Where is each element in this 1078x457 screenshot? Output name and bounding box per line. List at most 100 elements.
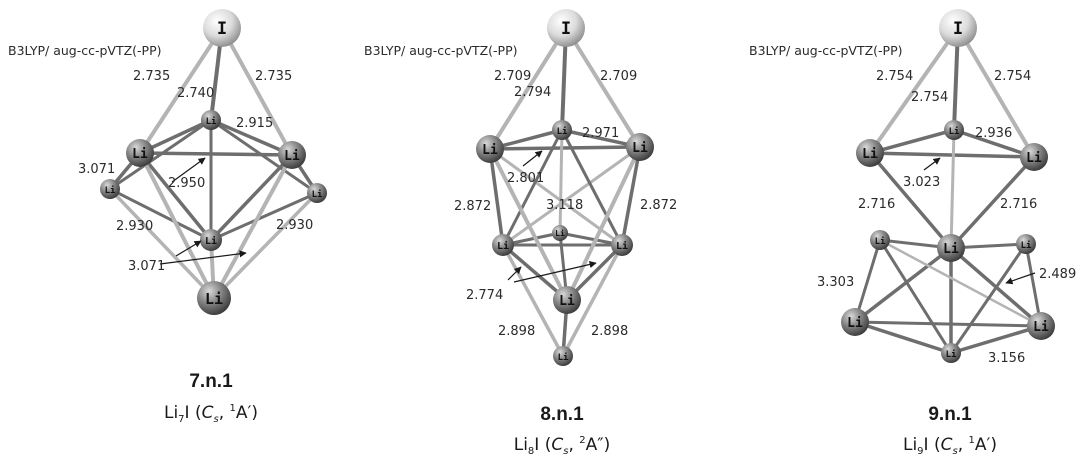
distance-arrows <box>923 157 1036 285</box>
svg-text:Li: Li <box>943 242 959 257</box>
cluster-9n1: I Li Li Li Li Li <box>749 9 1076 457</box>
cluster-formula: Li8I (Cs, 2A″) <box>514 435 611 457</box>
atom-li: Li <box>307 183 327 203</box>
atom-li: Li <box>941 343 961 363</box>
svg-text:Li: Li <box>557 126 568 137</box>
cluster-formula: Li9I (Cs, 1A′) <box>903 435 997 457</box>
atom-iodine: I <box>547 9 585 47</box>
atom-li: Li <box>201 110 221 130</box>
svg-text:2.950: 2.950 <box>168 176 205 191</box>
svg-text:Li: Li <box>482 143 498 158</box>
svg-text:Li: Li <box>946 349 957 360</box>
cluster-id: 7.n.1 <box>189 371 233 392</box>
cluster-8n1: I Li Li Li Li Li <box>364 9 677 457</box>
svg-text:3.071: 3.071 <box>128 259 165 274</box>
atom-li: Li <box>856 139 884 167</box>
svg-text:2.794: 2.794 <box>514 85 551 100</box>
svg-text:3.023: 3.023 <box>903 175 940 190</box>
svg-text:2.709: 2.709 <box>494 69 531 84</box>
svg-text:2.930: 2.930 <box>116 219 153 234</box>
svg-text:Li: Li <box>205 290 223 308</box>
svg-text:2.754: 2.754 <box>911 90 948 105</box>
svg-text:Li: Li <box>105 185 116 196</box>
cluster-id: 9.n.1 <box>928 404 972 425</box>
atom-li: Li <box>552 120 572 140</box>
method-label: B3LYP/ aug-cc-pVTZ(-PP) <box>8 43 162 58</box>
atom-li: Li <box>626 133 654 161</box>
svg-text:2.801: 2.801 <box>507 171 544 186</box>
atom-li: Li <box>197 281 231 315</box>
svg-text:Li: Li <box>616 240 628 252</box>
bonds <box>108 26 319 300</box>
atoms: I Li Li Li Li Li <box>100 9 327 315</box>
bonds <box>488 26 642 358</box>
svg-text:Li: Li <box>862 147 878 162</box>
svg-text:2.898: 2.898 <box>498 324 535 339</box>
atom-li: Li <box>611 234 633 256</box>
svg-text:Li: Li <box>875 236 886 247</box>
svg-text:3.156: 3.156 <box>988 351 1025 366</box>
atom-li: Li <box>1020 143 1048 171</box>
atom-li: Li <box>200 229 222 251</box>
atom-li: Li <box>944 120 964 140</box>
method-label: B3LYP/ aug-cc-pVTZ(-PP) <box>749 43 903 58</box>
atoms: I Li Li Li Li Li <box>841 9 1055 363</box>
atom-li: Li <box>1016 234 1036 254</box>
svg-text:3.118: 3.118 <box>546 198 583 213</box>
svg-text:3.303: 3.303 <box>817 275 854 290</box>
svg-text:Li: Li <box>558 352 569 363</box>
svg-text:Li: Li <box>1033 320 1049 335</box>
atom-li: Li <box>553 286 581 314</box>
atom-li: Li <box>278 141 306 169</box>
distance-labels: 2.709 2.794 2.709 2.971 2.801 2.872 3.11… <box>454 69 677 339</box>
svg-text:2.930: 2.930 <box>276 218 313 233</box>
atom-li: Li <box>1027 312 1055 340</box>
svg-text:2.754: 2.754 <box>876 69 913 84</box>
svg-text:2.898: 2.898 <box>591 324 628 339</box>
atom-li: Li <box>937 234 965 262</box>
svg-text:2.735: 2.735 <box>255 69 292 84</box>
atom-li: Li <box>553 346 573 366</box>
svg-text:I: I <box>561 19 571 39</box>
svg-text:I: I <box>217 19 227 39</box>
svg-text:Li: Li <box>632 141 648 156</box>
svg-text:Li: Li <box>132 147 148 162</box>
cluster-id: 8.n.1 <box>540 404 584 425</box>
svg-text:2.915: 2.915 <box>236 116 273 131</box>
svg-text:Li: Li <box>206 116 217 127</box>
svg-text:Li: Li <box>1021 240 1032 251</box>
svg-text:Li: Li <box>555 228 565 238</box>
atom-li: Li <box>100 179 120 199</box>
svg-text:Li: Li <box>847 316 863 331</box>
atom-li: Li <box>492 234 514 256</box>
svg-text:2.754: 2.754 <box>994 69 1031 84</box>
atom-iodine: I <box>203 9 241 47</box>
svg-text:2.872: 2.872 <box>454 199 491 214</box>
svg-text:2.774: 2.774 <box>466 288 503 303</box>
atom-li: Li <box>870 230 890 250</box>
atom-li: Li <box>476 135 504 163</box>
svg-text:Li: Li <box>1026 151 1042 166</box>
svg-text:2.489: 2.489 <box>1039 267 1076 282</box>
svg-text:I: I <box>953 19 963 39</box>
atom-li: Li <box>552 225 568 241</box>
svg-text:Li: Li <box>949 126 960 137</box>
method-label: B3LYP/ aug-cc-pVTZ(-PP) <box>364 43 518 58</box>
svg-text:2.872: 2.872 <box>640 198 677 213</box>
distance-labels: 2.754 2.754 2.754 2.936 3.023 2.716 2.71… <box>817 69 1076 366</box>
cluster-formula: Li7I (Cs, 1A′) <box>164 403 258 425</box>
atoms: I Li Li Li Li Li <box>476 9 654 366</box>
distance-labels: 2.735 2.740 2.735 2.915 3.071 2.950 2.93… <box>78 69 313 274</box>
atom-li: Li <box>841 308 869 336</box>
cluster-7n1: I Li Li Li Li Li <box>8 9 327 425</box>
svg-text:2.716: 2.716 <box>858 197 895 212</box>
svg-text:Li: Li <box>497 240 509 252</box>
svg-text:2.971: 2.971 <box>582 126 619 141</box>
distance-arrows <box>507 150 597 283</box>
svg-text:2.936: 2.936 <box>975 126 1012 141</box>
distance-arrows <box>159 157 247 265</box>
atom-iodine: I <box>939 9 977 47</box>
svg-text:2.709: 2.709 <box>600 69 637 84</box>
svg-text:2.716: 2.716 <box>1000 197 1037 212</box>
